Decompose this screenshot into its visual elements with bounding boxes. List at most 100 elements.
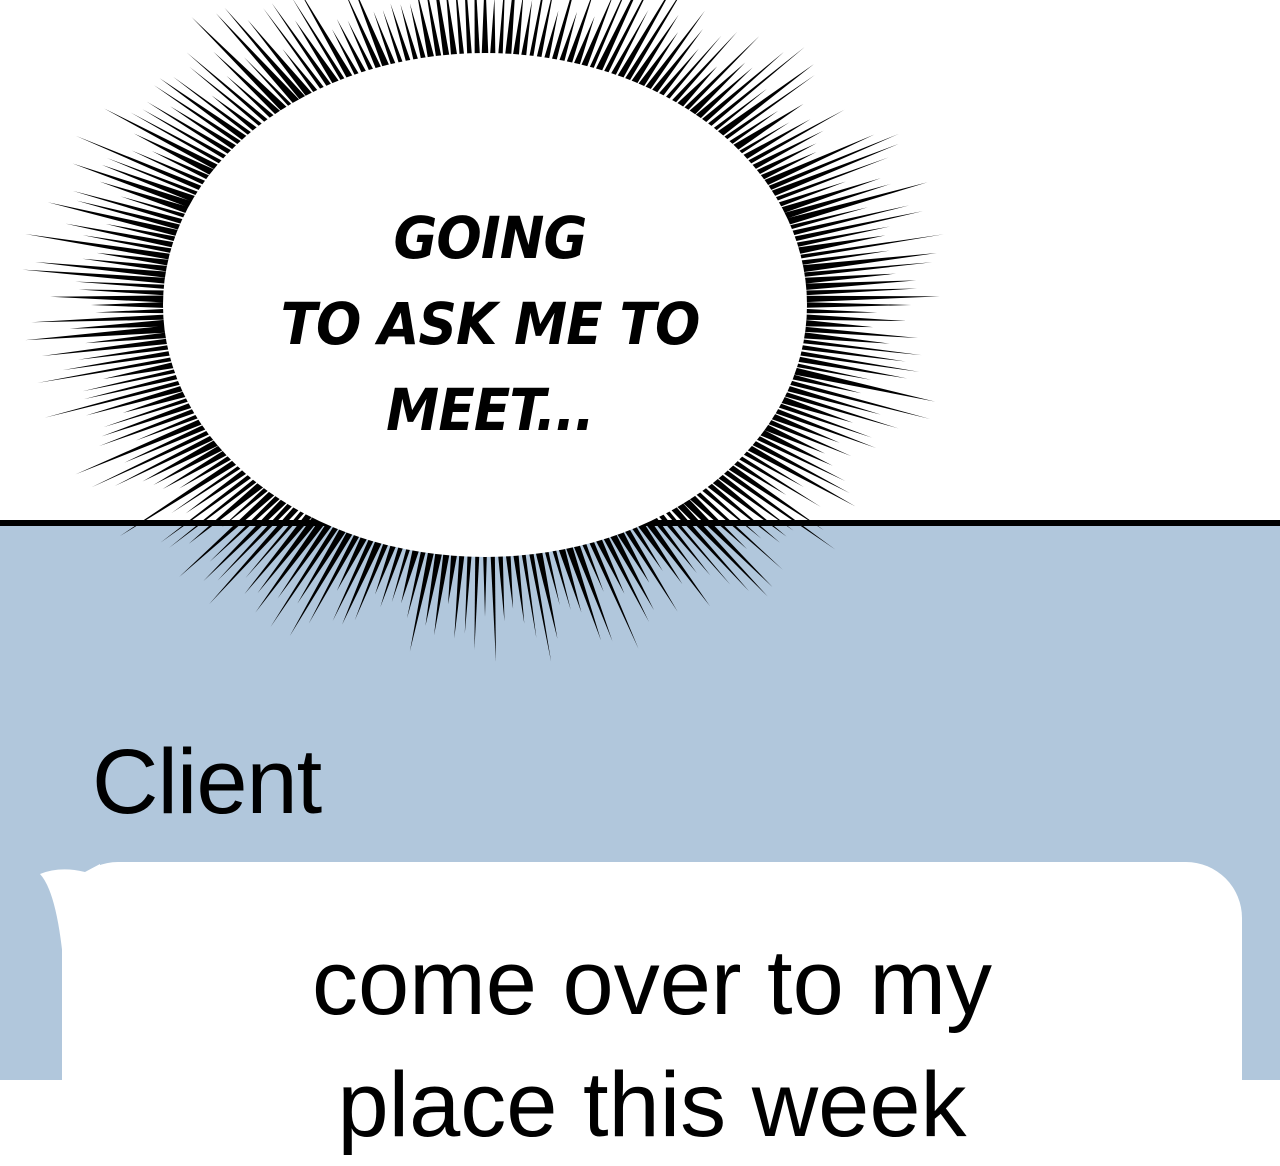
burst-spike [191,17,293,117]
burst-spike [293,0,349,87]
burst-spike [72,163,201,211]
burst-spike [794,262,933,278]
burst-spike [211,95,264,137]
speech-burst [22,0,944,662]
burst-spike [731,451,821,507]
burst-spike [627,14,679,91]
burst-spike [448,547,459,605]
burst-spike [142,109,234,164]
burst-spike [781,207,868,232]
burst-spike [760,416,852,457]
burst-spike [549,0,572,67]
burst-spike [653,48,699,103]
burst-spike [35,261,176,279]
burst-spike [159,78,254,146]
burst-spike [749,431,846,482]
burst-line: MEET... [386,376,595,444]
burst-spike [297,522,350,604]
burst-spike [135,411,207,441]
burst-spike [69,319,174,329]
burst-spike [332,532,377,622]
burst-body [163,53,807,557]
burst-spike [400,4,421,67]
burst-spike [41,337,177,356]
burst-spike [796,313,907,322]
burst-spike [740,109,845,168]
burst-spike [744,130,824,174]
burst-spike [122,388,195,413]
burst-spike [209,490,286,562]
burst-spike [263,8,329,96]
burst-spike [481,0,489,61]
burst-spike [666,500,750,592]
burst-spike [793,338,922,356]
burst-spike [270,520,343,628]
burst-spike [770,181,846,210]
burst-spike [706,473,787,537]
burst-spike [600,530,649,623]
burst-spike [209,500,304,605]
burst-spike [221,482,275,528]
burst-spike [613,525,650,583]
burst-spike [711,469,794,531]
burst-spike [294,20,344,91]
burst-spike [85,331,176,344]
burst-spike [671,66,718,114]
burst-spike [690,486,783,570]
burst-spike [504,548,514,609]
burst-spike [660,35,722,106]
burst-spike [65,223,183,250]
burst-spike [756,420,826,454]
burst-spike [25,324,175,341]
burst-spike [82,235,181,255]
burst-spike [101,399,200,437]
burst-spike [409,545,436,652]
burst-spike [409,3,428,66]
burst-spike [640,514,710,607]
burst-line: GOING [393,204,588,272]
burst-spike [391,541,413,603]
burst-spike [735,119,811,164]
burst-spike [401,542,422,604]
burst-spike [169,474,264,548]
burst-spike [226,75,280,124]
burst-spike [96,252,178,268]
burst-spike [50,295,173,303]
burst-spike [224,7,311,106]
burst-spike [124,421,214,463]
burst-spike [519,0,533,63]
burst-spike [592,532,625,594]
burst-spike [133,133,222,180]
burst-text: GOING TO ASK ME TO MEET... [260,195,720,453]
burst-spike [77,343,178,360]
burst-spike [151,151,218,184]
burst-spike [78,289,174,296]
burst-spike [556,11,578,69]
burst-spike [465,0,473,61]
burst-spike [571,16,595,72]
burst-spike [785,211,923,244]
burst-spike [794,331,890,344]
burst-spike [721,460,824,531]
burst-spike [633,516,683,584]
burst-spike [348,0,385,76]
burst-spike [795,325,919,339]
burst-spike [620,0,678,88]
burst-spike [722,110,779,150]
burst-spike [308,527,363,624]
burst-spike [22,269,175,285]
burst-spike [701,477,781,543]
burst-spike [75,281,174,290]
burst-spike [247,19,317,103]
burst-spike [62,349,179,371]
burst-spike [767,157,889,204]
burst-spike [85,383,192,416]
burst-spike [186,52,274,128]
burst-spike [666,32,738,109]
burst-spike [701,46,805,132]
burst-spike [512,548,525,624]
burst-spike [454,548,466,639]
burst-spike [772,393,854,423]
burst-spike [756,134,875,190]
burst-spike [776,389,899,429]
